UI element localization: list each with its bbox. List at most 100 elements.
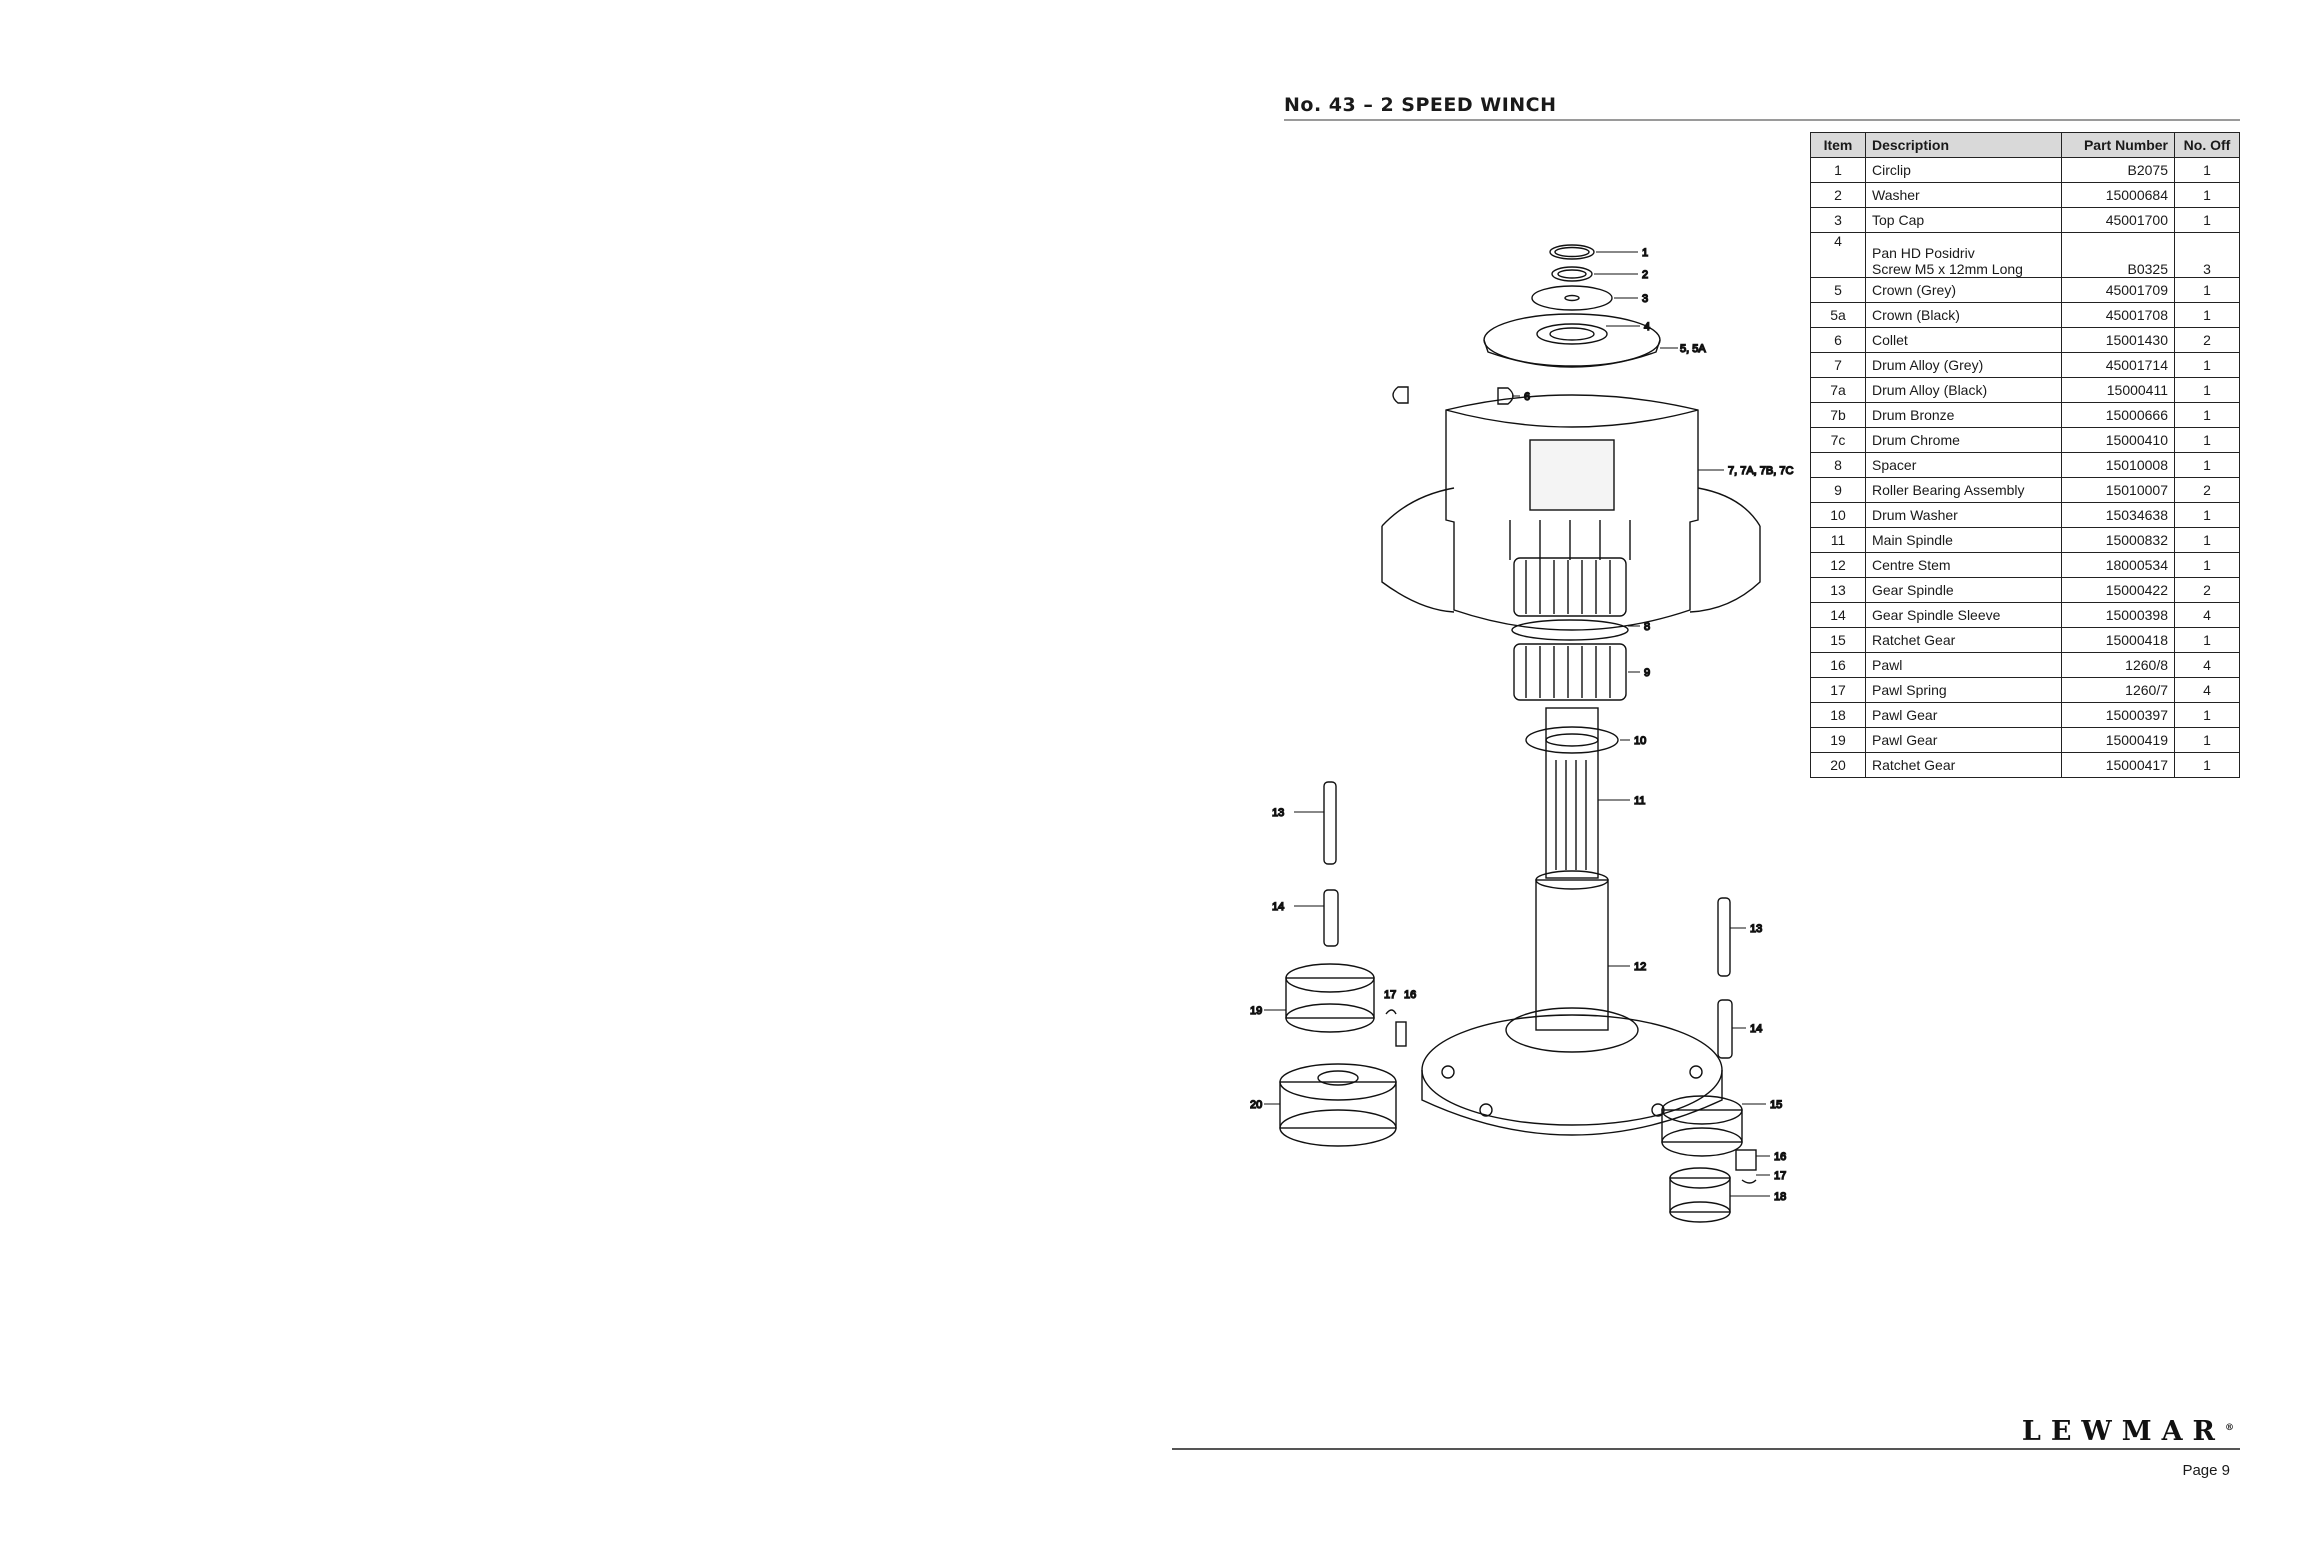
cell-part-number: 45001700	[2061, 207, 2175, 233]
cell-part-number: 15000411	[2061, 377, 2175, 403]
callout-14-left: 14	[1272, 901, 1284, 913]
top-cap-part	[1531, 285, 1613, 311]
logo-text: LEWMAR	[2021, 1416, 2225, 1447]
cell-part-number: 45001709	[2061, 277, 2175, 303]
cell-part-number: 18000534	[2061, 552, 2175, 578]
cell-description: Pawl	[1865, 652, 2062, 678]
cell-no-off: 4	[2174, 602, 2240, 628]
cell-part-number: 15000422	[2061, 577, 2175, 603]
cell-part-number: 15000832	[2061, 527, 2175, 553]
cell-description: Top Cap	[1865, 207, 2062, 233]
description-line: Circlip	[1872, 162, 1911, 178]
callout-7: 7, 7A, 7B, 7C	[1728, 465, 1793, 477]
registered-mark: ®	[2225, 1423, 2234, 1433]
gear-spindle-left	[1323, 781, 1339, 947]
cell-description: Drum Alloy (Grey)	[1865, 352, 2062, 378]
callout-14-right: 14	[1750, 1023, 1762, 1035]
cell-no-off: 1	[2174, 277, 2240, 303]
cell-no-off: 1	[2174, 452, 2240, 478]
cell-item: 12	[1810, 552, 1866, 578]
circlip-part	[1549, 244, 1595, 260]
page-title: No. 43 – 2 SPEED WINCH	[1284, 94, 1557, 116]
cell-item: 3	[1810, 207, 1866, 233]
washer-part	[1551, 266, 1593, 282]
cell-description: Ratchet Gear	[1865, 627, 2062, 653]
crown-part	[1483, 313, 1661, 368]
callout-2: 2	[1642, 269, 1648, 281]
description-line: Drum Washer	[1872, 507, 1958, 523]
cell-no-off: 2	[2174, 577, 2240, 603]
cell-no-off: 4	[2174, 677, 2240, 703]
cell-item: 10	[1810, 502, 1866, 528]
cell-part-number: 45001714	[2061, 352, 2175, 378]
description-line: Main Spindle	[1872, 532, 1953, 548]
description-line: Gear Spindle Sleeve	[1872, 607, 2001, 623]
table-header-row: Item Description Part Number No. Off	[1810, 132, 2240, 158]
description-line: Drum Alloy (Black)	[1872, 382, 1988, 398]
description-line: Ratchet Gear	[1872, 757, 1956, 773]
lewmar-logo: LEWMAR®	[2022, 1416, 2234, 1447]
column-header-description: Description	[1865, 132, 2062, 158]
column-header-no-off: No. Off	[2174, 132, 2240, 158]
cell-no-off: 1	[2174, 702, 2240, 728]
cell-item: 17	[1810, 677, 1866, 703]
cell-no-off: 1	[2174, 502, 2240, 528]
description-line: Centre Stem	[1872, 557, 1951, 573]
main-spindle-part	[1525, 707, 1619, 879]
description-line: Pan HD Posidriv	[1872, 245, 1975, 261]
cell-no-off: 1	[2174, 352, 2240, 378]
cell-item: 11	[1810, 527, 1866, 553]
cell-item: 13	[1810, 577, 1866, 603]
leader-lines	[1264, 251, 1770, 1197]
cell-description: Circlip	[1865, 157, 2062, 183]
cell-item: 19	[1810, 727, 1866, 753]
callout-6: 6	[1524, 391, 1530, 403]
callout-17-right: 17	[1774, 1170, 1786, 1182]
description-line: Roller Bearing Assembly	[1872, 482, 2025, 498]
exploded-winch-diagram: 1 2 3 4 5, 5A 6 7, 7A, 7B, 7C 8 9 10 11 …	[1250, 244, 1794, 1223]
callout-19: 19	[1250, 1005, 1262, 1017]
cell-description: Washer	[1865, 182, 2062, 208]
description-line: Drum Bronze	[1872, 407, 1955, 423]
cell-item: 15	[1810, 627, 1866, 653]
cell-description: Ratchet Gear	[1865, 752, 2062, 778]
cell-description: Collet	[1865, 327, 2062, 353]
description-line: Pawl Gear	[1872, 707, 1938, 723]
callout-13-right: 13	[1750, 923, 1762, 935]
cell-no-off: 1	[2174, 627, 2240, 653]
pawl-gear-left	[1285, 963, 1375, 1033]
description-line: Pawl Spring	[1872, 682, 1947, 698]
cell-no-off: 1	[2174, 207, 2240, 233]
cell-item: 5	[1810, 277, 1866, 303]
cell-no-off: 1	[2174, 402, 2240, 428]
cell-description: Centre Stem	[1865, 552, 2062, 578]
description-line: Ratchet Gear	[1872, 632, 1956, 648]
cell-part-number: 45001708	[2061, 302, 2175, 328]
drum-part	[1381, 394, 1761, 631]
callout-3: 3	[1642, 293, 1648, 305]
cell-description: Gear Spindle	[1865, 577, 2062, 603]
cell-part-number: 15000684	[2061, 182, 2175, 208]
cell-part-number: 15034638	[2061, 502, 2175, 528]
description-line: Crown (Grey)	[1872, 282, 1957, 298]
cell-item: 7	[1810, 352, 1866, 378]
cell-part-number: 15000666	[2061, 402, 2175, 428]
cell-item: 18	[1810, 702, 1866, 728]
cell-part-number: 1260/8	[2061, 652, 2175, 678]
